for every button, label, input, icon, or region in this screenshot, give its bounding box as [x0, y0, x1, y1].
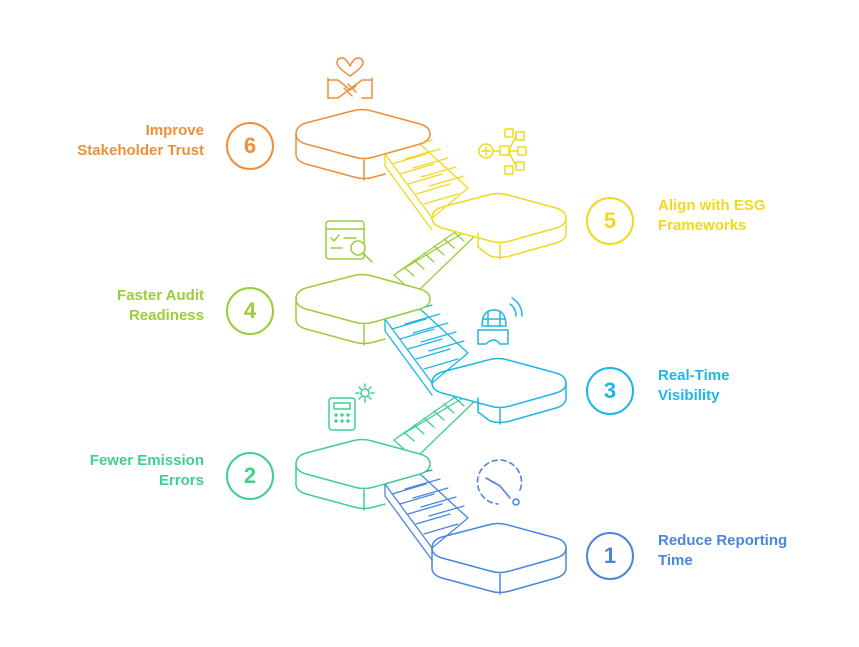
step-1-label: Reduce Reporting Time [658, 532, 788, 569]
step-2-number-badge: 2 [226, 452, 274, 500]
stairs-3-4 [384, 304, 469, 396]
step-2-label: Fewer Emission Errors [89, 452, 204, 489]
step-3-number-badge: 3 [586, 367, 634, 415]
clock-icon [476, 459, 523, 506]
step-1-number-badge: 1 [586, 532, 634, 580]
platform-6 [295, 108, 431, 181]
vr-headset-icon [477, 297, 523, 345]
step-4-number-badge: 4 [226, 287, 274, 335]
step-5-number-badge: 5 [586, 197, 634, 245]
platform-4 [295, 273, 431, 346]
step-6-label: Improve Stakeholder Trust [77, 122, 204, 159]
calculator-gear-icon [328, 383, 375, 431]
platform-1 [431, 522, 567, 595]
step-5-label: Align with ESG Frameworks [658, 197, 766, 234]
step-6-number-badge: 6 [226, 122, 274, 170]
platform-5 [431, 192, 567, 260]
checklist-magnifier-icon [325, 220, 373, 263]
platform-3 [431, 357, 567, 425]
platform-2 [295, 438, 431, 511]
network-plus-icon [478, 128, 527, 175]
step-3-label: Real-Time Visibility [658, 367, 730, 404]
step-4-label: Faster Audit Readiness [117, 287, 204, 324]
handshake-heart-icon [327, 57, 373, 99]
